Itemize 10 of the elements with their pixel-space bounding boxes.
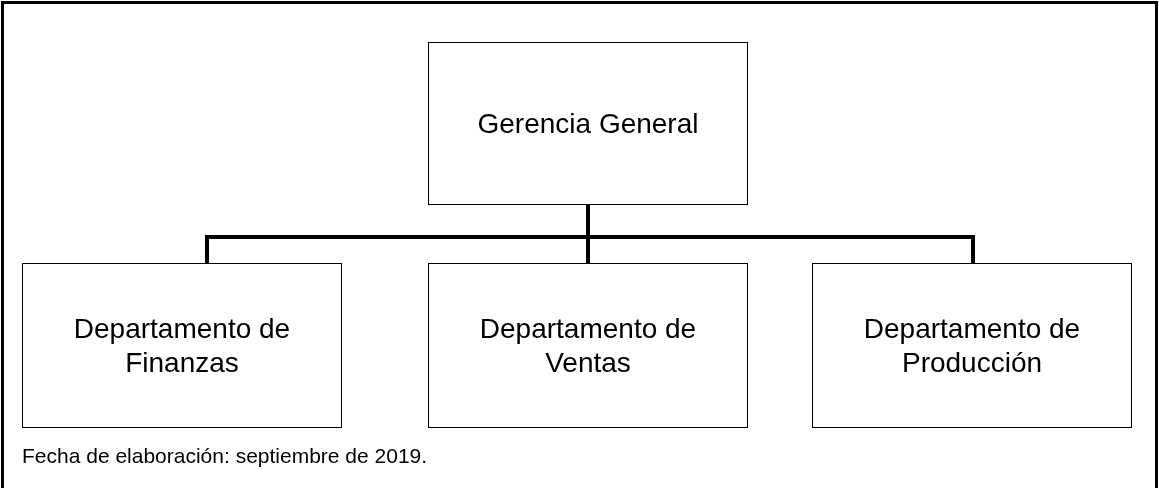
department-box bbox=[812, 263, 1132, 428]
box-label: Departamento de Producción bbox=[862, 311, 1082, 380]
box-label: Departamento de Ventas bbox=[478, 311, 698, 380]
department-box bbox=[428, 263, 748, 428]
caption: Fecha de elaboración: septiembre de 2019. bbox=[22, 444, 428, 468]
box-label: Departamento de Finanzas bbox=[72, 311, 292, 380]
connector-line bbox=[586, 205, 975, 263]
department-box bbox=[22, 263, 342, 428]
manager-box bbox=[428, 42, 748, 205]
box-label: Gerencia General bbox=[476, 106, 700, 141]
